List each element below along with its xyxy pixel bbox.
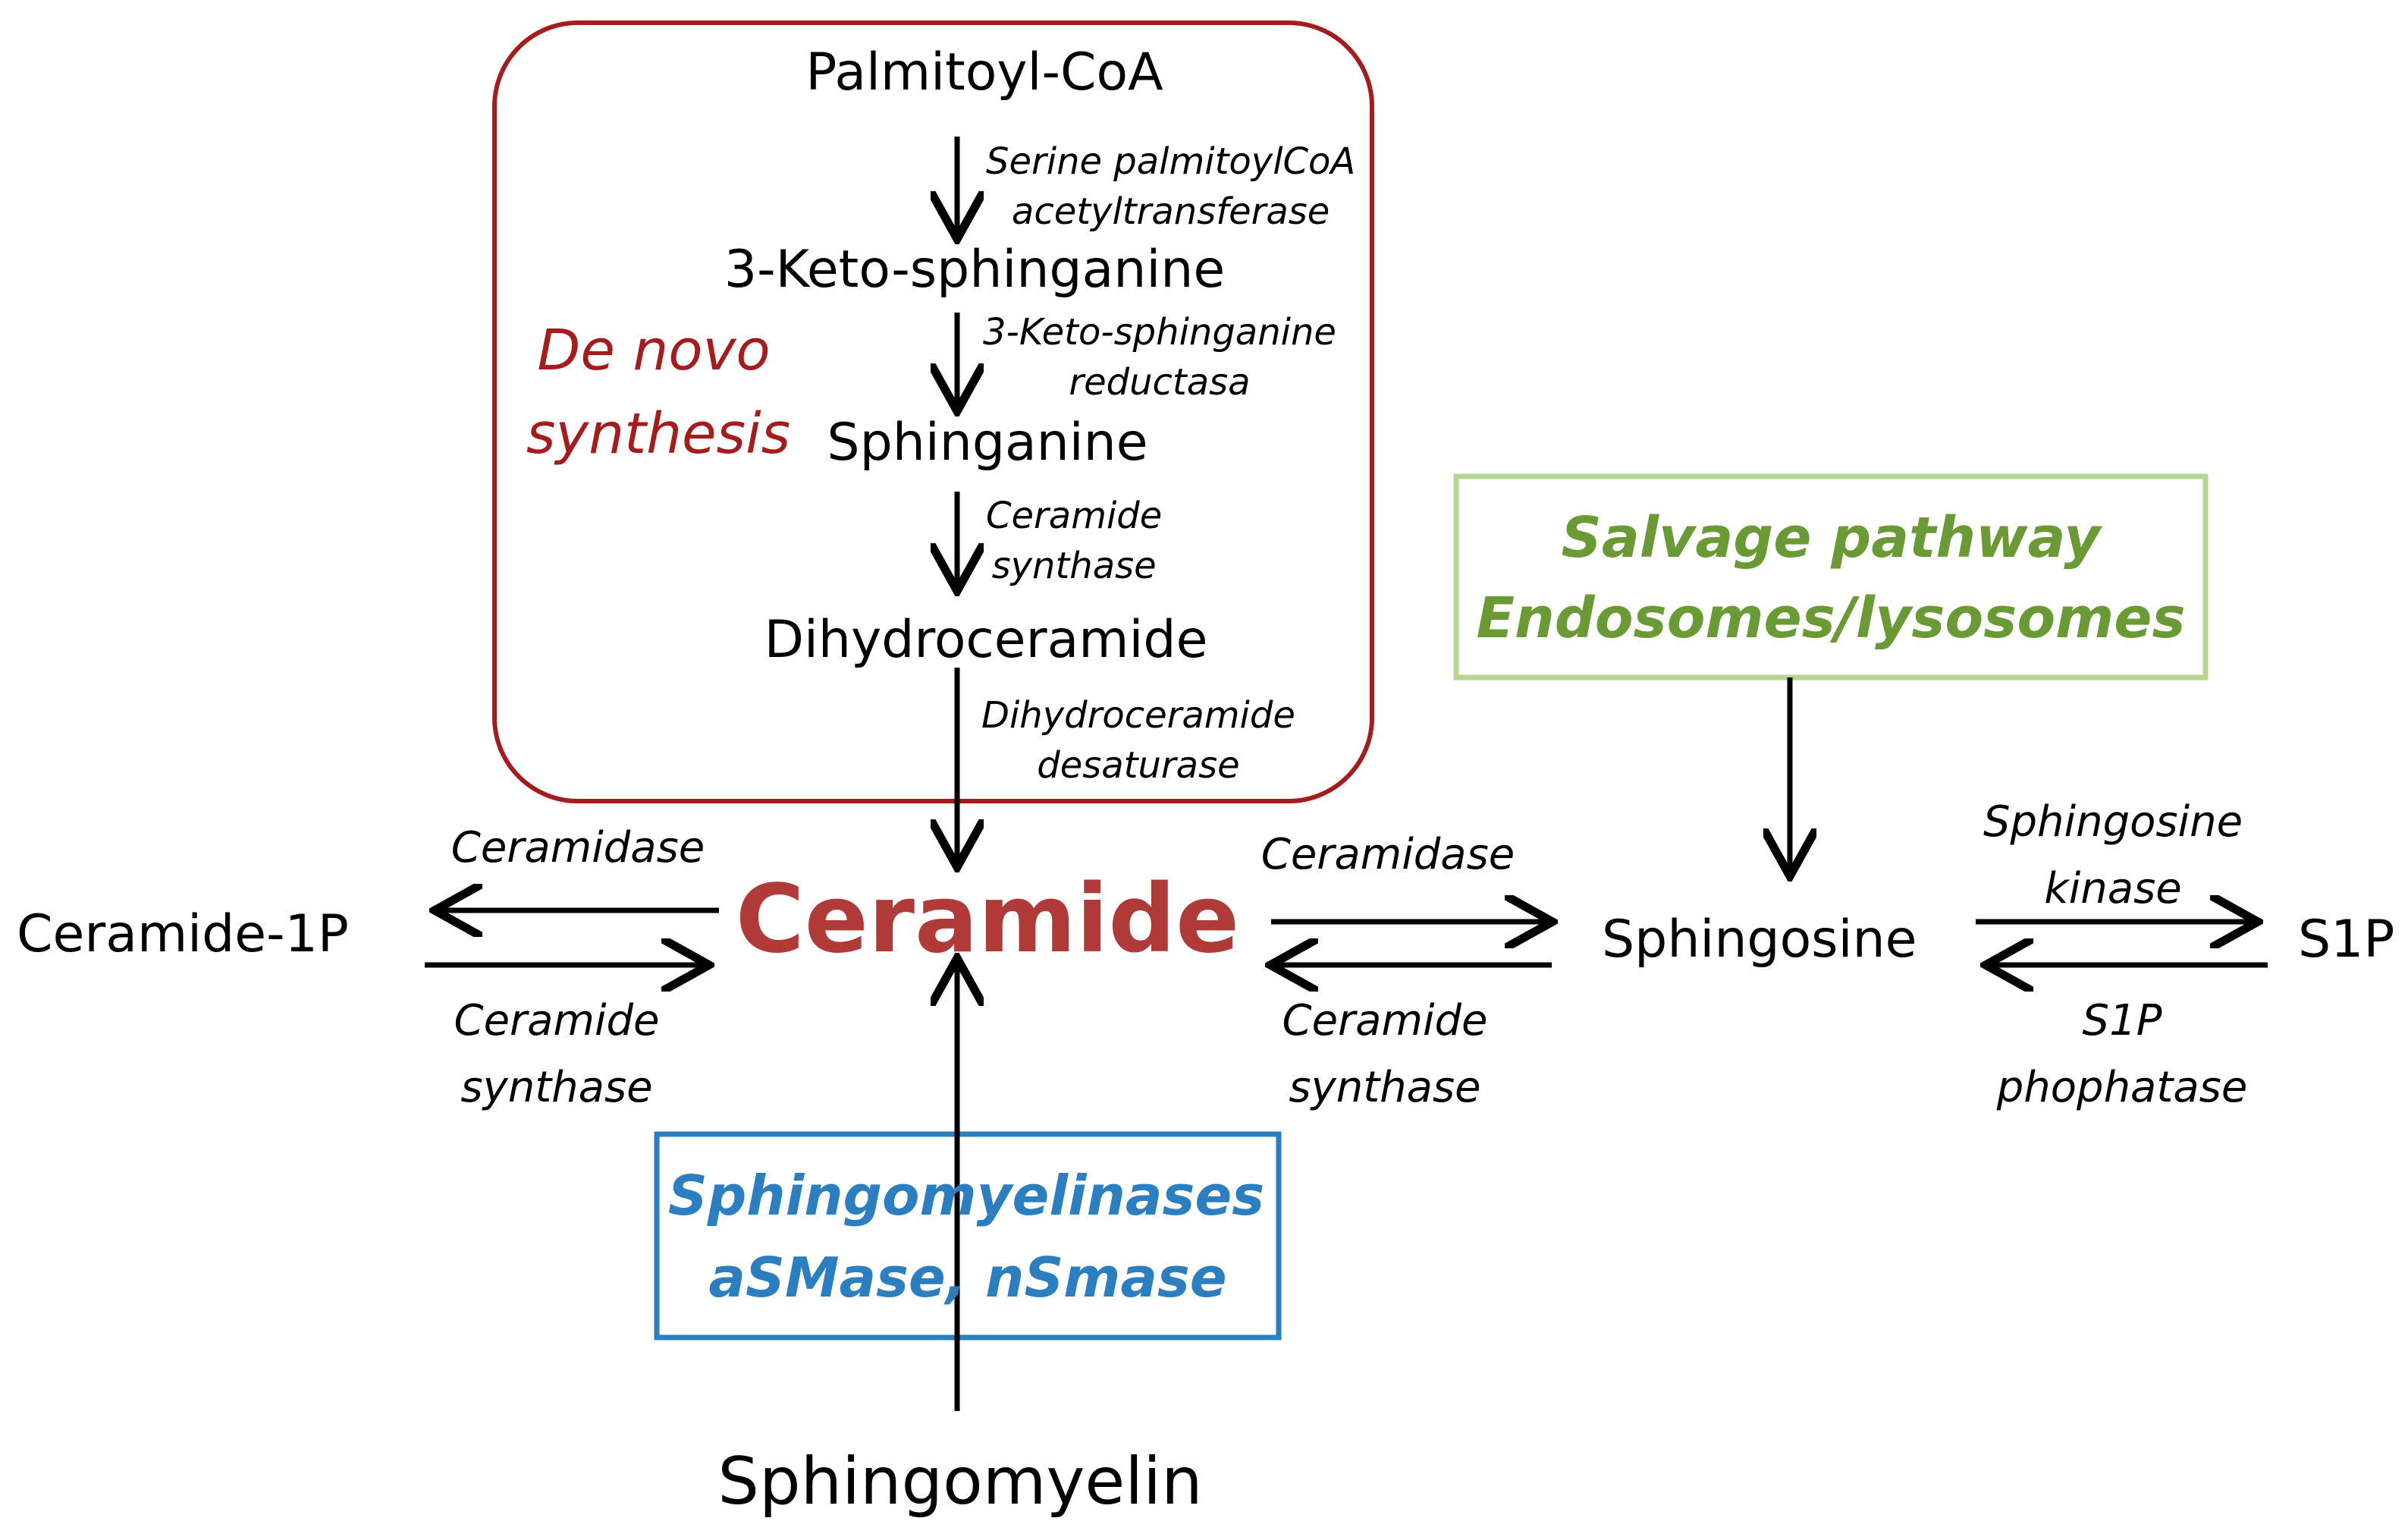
enzyme-ceramide-synthase-left-line2: synthase [460,1063,653,1112]
enzyme-ceramide-synthase-denovo: Ceramide synthase [986,491,1162,591]
metabolite-s1p: S1P [2298,910,2395,970]
salvage-pathway-line1: Salvage pathway [1561,505,2101,570]
enzyme-serine-palmitoyl-transferase: Serine palmitoylCoA acetyltransferase [986,137,1355,237]
enzyme-ceramide-synthase-denovo-line1: Ceramide [986,495,1163,537]
enzyme-ceramide-synthase-right: Ceramide synthase [1282,988,1487,1121]
metabolite-sphingomyelin: Sphingomyelin [717,1444,1203,1520]
metabolite-ceramide: Ceramide [735,865,1240,974]
metabolite-ceramide-1p: Ceramide-1P [17,904,349,964]
metabolite-dihydroceramide: Dihydroceramide [764,610,1208,670]
enzyme-dihydroceramide-desaturase: Dihydroceramide desaturase [981,690,1295,791]
enzyme-dihydroceramide-desaturase-line2: desaturase [1037,744,1240,787]
metabolite-sphinganine: Sphinganine [827,413,1148,473]
sphingomyelinases-line2: aSMase, nSmase [708,1246,1227,1309]
enzyme-sphingosine-kinase: Sphingosine kinase [1983,789,2243,923]
salvage-pathway-line2: Endosomes/lysosomes [1476,586,2186,651]
enzyme-ceramide-synthase-left: Ceramide synthase [454,988,659,1121]
enzyme-3-keto-sphinganine-reductase: 3-Keto-sphinganine reductasa [983,307,1336,407]
denovo-box [492,20,1374,803]
enzyme-ceramidase-right: Ceramidase [1261,830,1515,879]
enzyme-s1p-phosphatase-line1: S1P [2082,996,2162,1045]
enzyme-ceramide-synthase-right-line1: Ceramide [1282,996,1488,1045]
enzyme-dihydroceramide-desaturase-line1: Dihydroceramide [981,694,1295,737]
metabolite-3-keto-sphinganine: 3-Keto-sphinganine [724,240,1226,300]
enzyme-keto-reductase-line2: reductasa [1069,361,1251,404]
enzyme-ceramide-synthase-left-line1: Ceramide [454,996,660,1045]
enzyme-keto-reductase-line1: 3-Keto-sphinganine [983,311,1336,354]
enzyme-ceramide-synthase-right-line2: synthase [1289,1063,1481,1112]
enzyme-sphingosine-kinase-line2: kinase [2044,864,2182,913]
enzyme-sphingosine-kinase-line1: Sphingosine [1983,797,2243,847]
sphingomyelinases-line1: Sphingomyelinases [667,1164,1265,1227]
metabolite-palmitoyl-coa: Palmitoyl-CoA [805,42,1163,102]
denovo-title-line1: De novo [537,318,771,383]
salvage-box [1453,473,2209,680]
sphingomyelinase-box [654,1131,1282,1341]
enzyme-ceramide-synthase-denovo-line2: synthase [991,545,1157,587]
enzyme-s1p-phosphatase: S1P phophatase [1997,988,2248,1121]
metabolite-sphingosine: Sphingosine [1602,910,1917,970]
enzyme-s1p-phosphatase-line2: phophatase [1996,1063,2248,1112]
enzyme-serine-palmitoyl-line2: acetyltransferase [1011,190,1330,233]
enzyme-serine-palmitoyl-line1: Serine palmitoylCoA [986,140,1356,183]
denovo-title-line2: synthesis [526,401,791,467]
enzyme-ceramidase-left: Ceramidase [451,823,705,872]
